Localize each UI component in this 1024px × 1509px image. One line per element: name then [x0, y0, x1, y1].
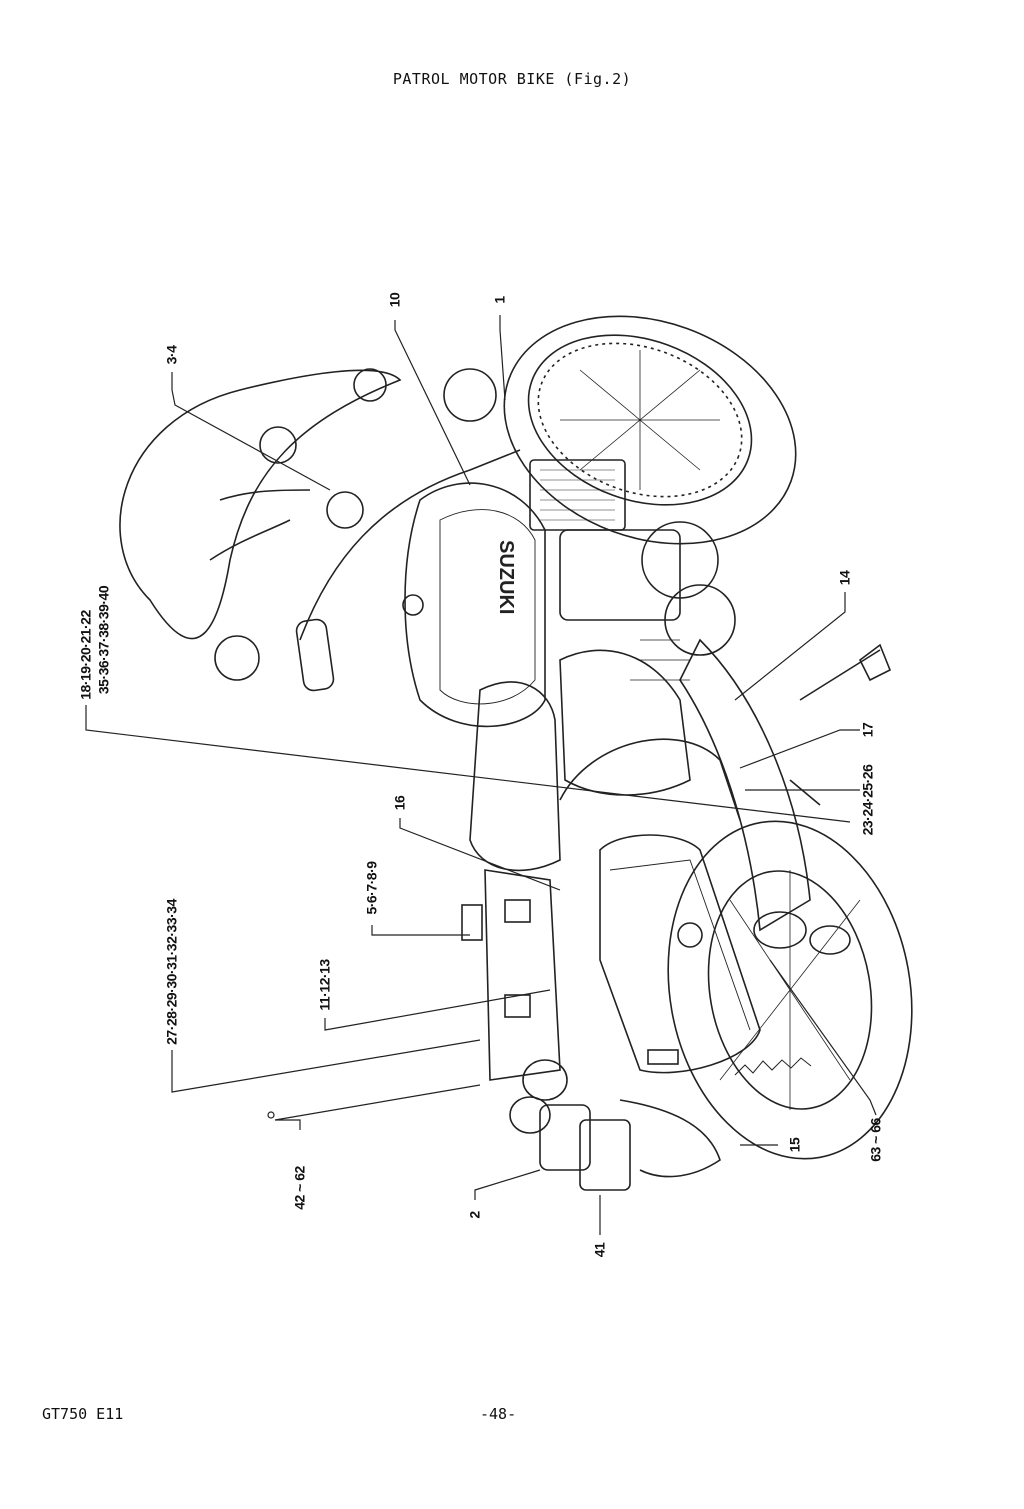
callout-16: 16	[391, 795, 408, 811]
callout-2: 2	[466, 1211, 483, 1219]
windshield	[119, 369, 402, 640]
tank-logo: SUZUKI	[495, 540, 517, 614]
leader-lines	[85, 315, 877, 1235]
callout-23-26: 23·24·25·26	[859, 764, 876, 836]
page-number: -48-	[480, 1405, 517, 1423]
callout-11-13: 11·12·13	[316, 959, 333, 1011]
page-title: PATROL MOTOR BIKE (Fig.2)	[392, 70, 632, 88]
rear-lights	[509, 1059, 721, 1191]
footer-model: GT750 E11	[42, 1405, 124, 1423]
callout-5-9: 5·6·7·8·9	[363, 861, 380, 915]
saddle-bag	[599, 834, 761, 1074]
callout-42-62: 42 ~ 62	[291, 1166, 308, 1210]
exhaust	[679, 638, 892, 955]
callout-15: 15	[786, 1137, 803, 1153]
callout-10: 10	[386, 292, 403, 308]
callout-27-34: 27·28·29·30·31·32·33·34	[163, 899, 180, 1045]
callout-41: 41	[591, 1242, 608, 1258]
callout-3-4: 3·4	[163, 345, 180, 365]
callout-18-22: 18·19·20·21·22	[77, 610, 94, 700]
handlebar	[209, 368, 521, 692]
rear-wheel	[667, 820, 913, 1160]
front-wheel	[503, 315, 797, 545]
callout-14: 14	[836, 570, 853, 586]
fuel-tank	[402, 482, 546, 728]
crash-bar	[559, 738, 741, 821]
callout-63-66: 63 ~ 66	[867, 1118, 884, 1162]
engine	[529, 459, 736, 796]
callout-35-40: 35·36·37·38·39·40	[95, 585, 112, 695]
seat	[469, 681, 561, 872]
rear-box	[461, 869, 561, 1081]
callout-17: 17	[859, 722, 876, 738]
callout-1: 1	[491, 296, 508, 304]
